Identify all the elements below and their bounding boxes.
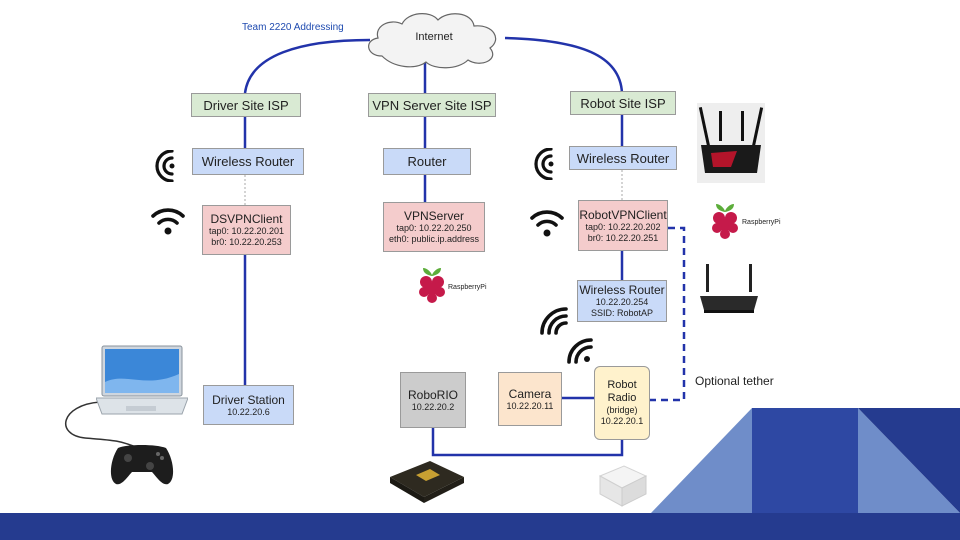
robot-site-isp-box: Robot Site ISP: [570, 91, 676, 115]
vpn-raspberry-pi-label: RaspberryPi: [448, 284, 487, 291]
vpn-server-site-isp-box: VPN Server Site ISP: [368, 93, 496, 117]
robot-ap-router-name: Wireless Router: [579, 283, 665, 297]
vpn-router-box: Router: [383, 148, 471, 175]
dsvpnclient-name: DSVPNClient: [210, 212, 283, 226]
vpn-server-site-isp-label: VPN Server Site ISP: [372, 97, 492, 113]
roborio-box: RoboRIO 10.22.20.2: [400, 372, 466, 428]
dsvpnclient-wifi-icon: [151, 208, 185, 235]
robotvpnclient-wifi-icon: [530, 210, 564, 237]
wifi-router-image: [700, 264, 758, 313]
diagram-title: Team 2220 Addressing: [242, 22, 344, 33]
driver-router-wireless-icon: [155, 150, 175, 182]
laptop-controller-cable: [65, 401, 139, 449]
robot-wireless-router-box: Wireless Router: [569, 146, 677, 170]
camera-ip: 10.22.20.11: [506, 400, 554, 411]
robot-radio-signal-icon: [567, 338, 593, 364]
robot-wireless-router-label: Wireless Router: [576, 150, 670, 166]
roborio-image: [390, 461, 464, 503]
vpn-router-label: Router: [407, 154, 447, 169]
robot-radio-ip: 10.22.20.1: [600, 416, 644, 426]
robot-radio-line1: Robot: [607, 379, 637, 391]
vpnserver-box: VPNServer tap0: 10.22.20.250 eth0: publi…: [383, 202, 485, 252]
robot-ap-router-box: Wireless Router 10.22.20.254 SSID: Robot…: [577, 280, 667, 322]
robot-ap-router-ip: 10.22.20.254: [595, 297, 649, 307]
roborio-radio-link: [431, 428, 624, 457]
driver-station-ip: 10.22.20.6: [227, 406, 270, 417]
robot-radio-line2: Radio: [607, 392, 637, 404]
internet-label: Internet: [415, 31, 453, 43]
dsvpnclient-br0: br0: 10.22.20.253: [211, 237, 282, 247]
game-controller-image: [110, 445, 174, 485]
robot-ap-signal-icon: [540, 307, 568, 335]
gaming-router-image: [697, 103, 765, 183]
vpnserver-tap0: tap0: 10.22.20.250: [396, 223, 472, 233]
vpn-raspberry-pi-icon: [419, 268, 445, 303]
internet-to-driver-isp-link: [243, 38, 371, 94]
internet-to-robot-isp-link: [504, 36, 624, 94]
laptop-image: [96, 345, 188, 415]
robot-radio-bridge: (bridge): [606, 405, 638, 415]
driver-wireless-router-label: Wireless Router: [201, 154, 295, 169]
dsvpnclient-tap0: tap0: 10.22.20.201: [208, 226, 285, 236]
robotvpnclient-br0: br0: 10.22.20.251: [587, 232, 659, 243]
vpnserver-name: VPNServer: [403, 209, 465, 223]
vpnserver-eth0: eth0: public.ip.address: [388, 234, 480, 244]
robot-ap-router-ssid: SSID: RobotAP: [590, 308, 654, 318]
camera-name: Camera: [508, 386, 552, 401]
optional-tether-link: [650, 226, 686, 402]
robot-radio-image: [598, 465, 648, 507]
camera-box: Camera 10.22.20.11: [498, 372, 562, 426]
roborio-name: RoboRIO: [407, 387, 459, 402]
driver-site-isp-label: Driver Site ISP: [203, 97, 289, 113]
robot-raspberry-pi-label: RaspberryPi: [742, 219, 781, 226]
robot-radio-box: Robot Radio (bridge) 10.22.20.1: [594, 366, 650, 440]
robotvpnclient-tap0: tap0: 10.22.20.202: [585, 221, 661, 232]
roborio-ip: 10.22.20.2: [411, 401, 455, 412]
robotvpnclient-box: RobotVPNClient tap0: 10.22.20.202 br0: 1…: [578, 200, 668, 251]
robot-site-isp-label: Robot Site ISP: [580, 95, 666, 111]
driver-station-box: Driver Station 10.22.20.6: [203, 385, 294, 425]
robotvpnclient-name: RobotVPNClient: [579, 207, 667, 222]
driver-station-name: Driver Station: [212, 392, 285, 407]
driver-wireless-router-box: Wireless Router: [192, 148, 304, 175]
robot-raspberry-pi-icon: [712, 204, 738, 239]
optional-tether-label: Optional tether: [695, 374, 774, 388]
robot-router-wireless-icon: [534, 148, 554, 180]
driver-site-isp-box: Driver Site ISP: [191, 93, 301, 117]
dsvpnclient-box: DSVPNClient tap0: 10.22.20.201 br0: 10.2…: [202, 205, 291, 255]
internet-cloud-icon: [368, 13, 497, 69]
